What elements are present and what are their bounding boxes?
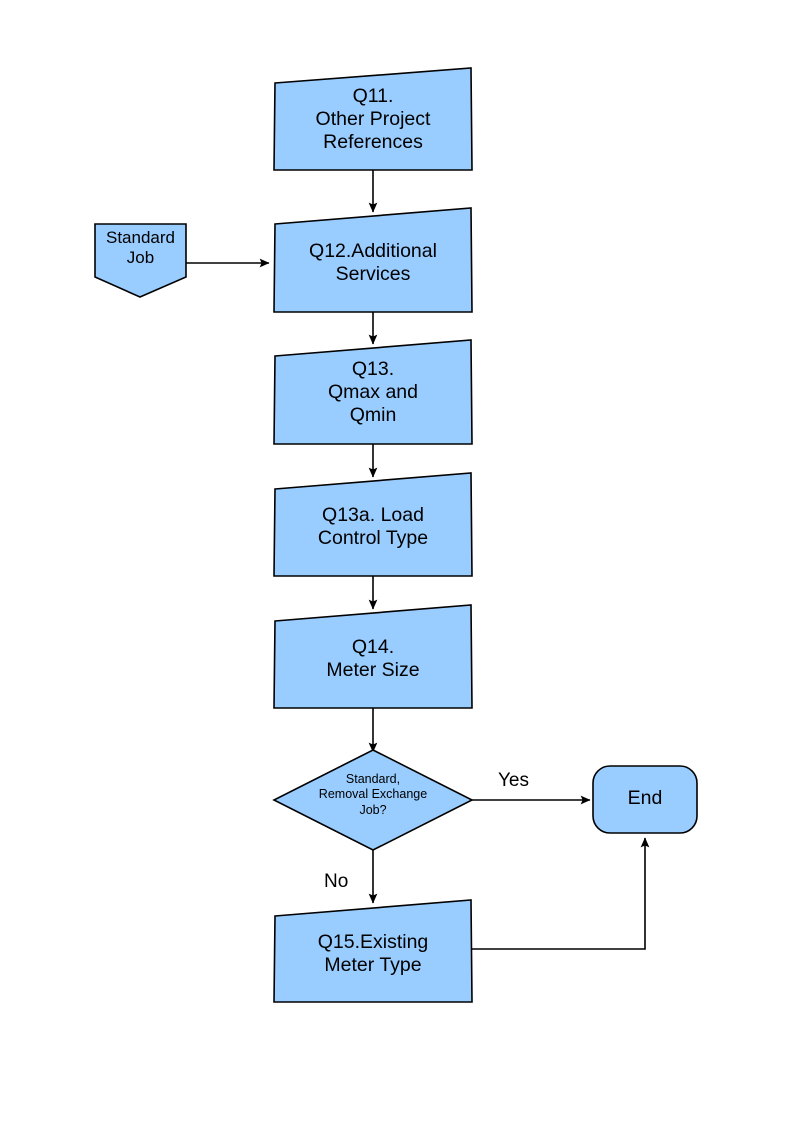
node-shape-q11[interactable] [273, 67, 473, 171]
node-shape-group [94, 67, 698, 1003]
node-decision[interactable] [274, 750, 472, 850]
node-q13a[interactable] [274, 473, 472, 576]
node-shape-q13[interactable] [273, 339, 473, 445]
node-shape-q14[interactable] [273, 604, 473, 709]
node-end[interactable] [593, 766, 697, 833]
node-q13[interactable] [274, 340, 472, 444]
node-shape-end[interactable] [592, 765, 698, 834]
node-shape-q13a[interactable] [273, 472, 473, 577]
node-q12[interactable] [274, 208, 472, 312]
node-shape-q12[interactable] [273, 207, 473, 313]
node-q11[interactable] [274, 68, 472, 170]
connector-q15-to-end [472, 837, 650, 950]
node-shape-q15[interactable] [273, 899, 473, 1003]
node-shape-decision[interactable] [272, 749, 474, 851]
node-q15[interactable] [274, 900, 472, 1002]
node-q14[interactable] [274, 605, 472, 708]
node-standard-job[interactable] [95, 224, 186, 297]
node-shape-standard-job[interactable] [94, 223, 187, 298]
connector-group [186, 170, 650, 950]
